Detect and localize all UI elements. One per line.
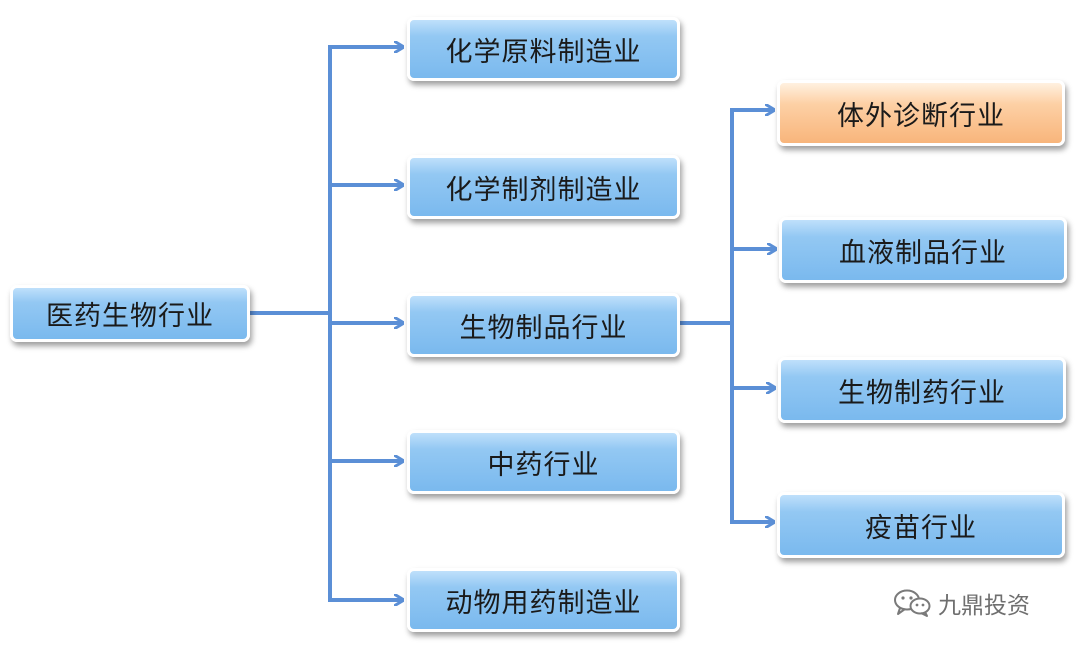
node-label: 生物制药行业 xyxy=(838,377,1006,409)
node-tcm: 中药行业 xyxy=(407,430,680,494)
node-label: 化学原料制造业 xyxy=(445,36,642,68)
node-in-vitro-diagnostics: 体外诊断行业 xyxy=(777,80,1065,146)
node-label: 中药行业 xyxy=(487,449,600,481)
watermark-text: 九鼎投资 xyxy=(938,593,1030,619)
node-root-pharma-bio: 医药生物行业 xyxy=(10,285,250,342)
node-veterinary-drugs: 动物用药制造业 xyxy=(407,568,680,632)
watermark: 九鼎投资 xyxy=(892,586,1030,620)
node-chemical-preparations: 化学制剂制造业 xyxy=(407,155,680,219)
node-label: 疫苗行业 xyxy=(865,512,977,544)
node-chemical-raw-materials: 化学原料制造业 xyxy=(407,17,680,81)
node-label: 动物用药制造业 xyxy=(445,587,642,619)
wechat-icon xyxy=(894,589,931,617)
node-label: 化学制剂制造业 xyxy=(445,174,642,206)
node-biological-products: 生物制品行业 xyxy=(407,293,680,357)
node-label: 血液制品行业 xyxy=(839,237,1007,269)
node-label: 医药生物行业 xyxy=(46,301,214,332)
node-label: 生物制品行业 xyxy=(459,312,628,344)
node-blood-products: 血液制品行业 xyxy=(779,217,1067,283)
node-biopharmaceuticals: 生物制药行业 xyxy=(778,357,1066,423)
node-vaccines: 疫苗行业 xyxy=(777,492,1065,558)
node-label: 体外诊断行业 xyxy=(837,100,1005,132)
